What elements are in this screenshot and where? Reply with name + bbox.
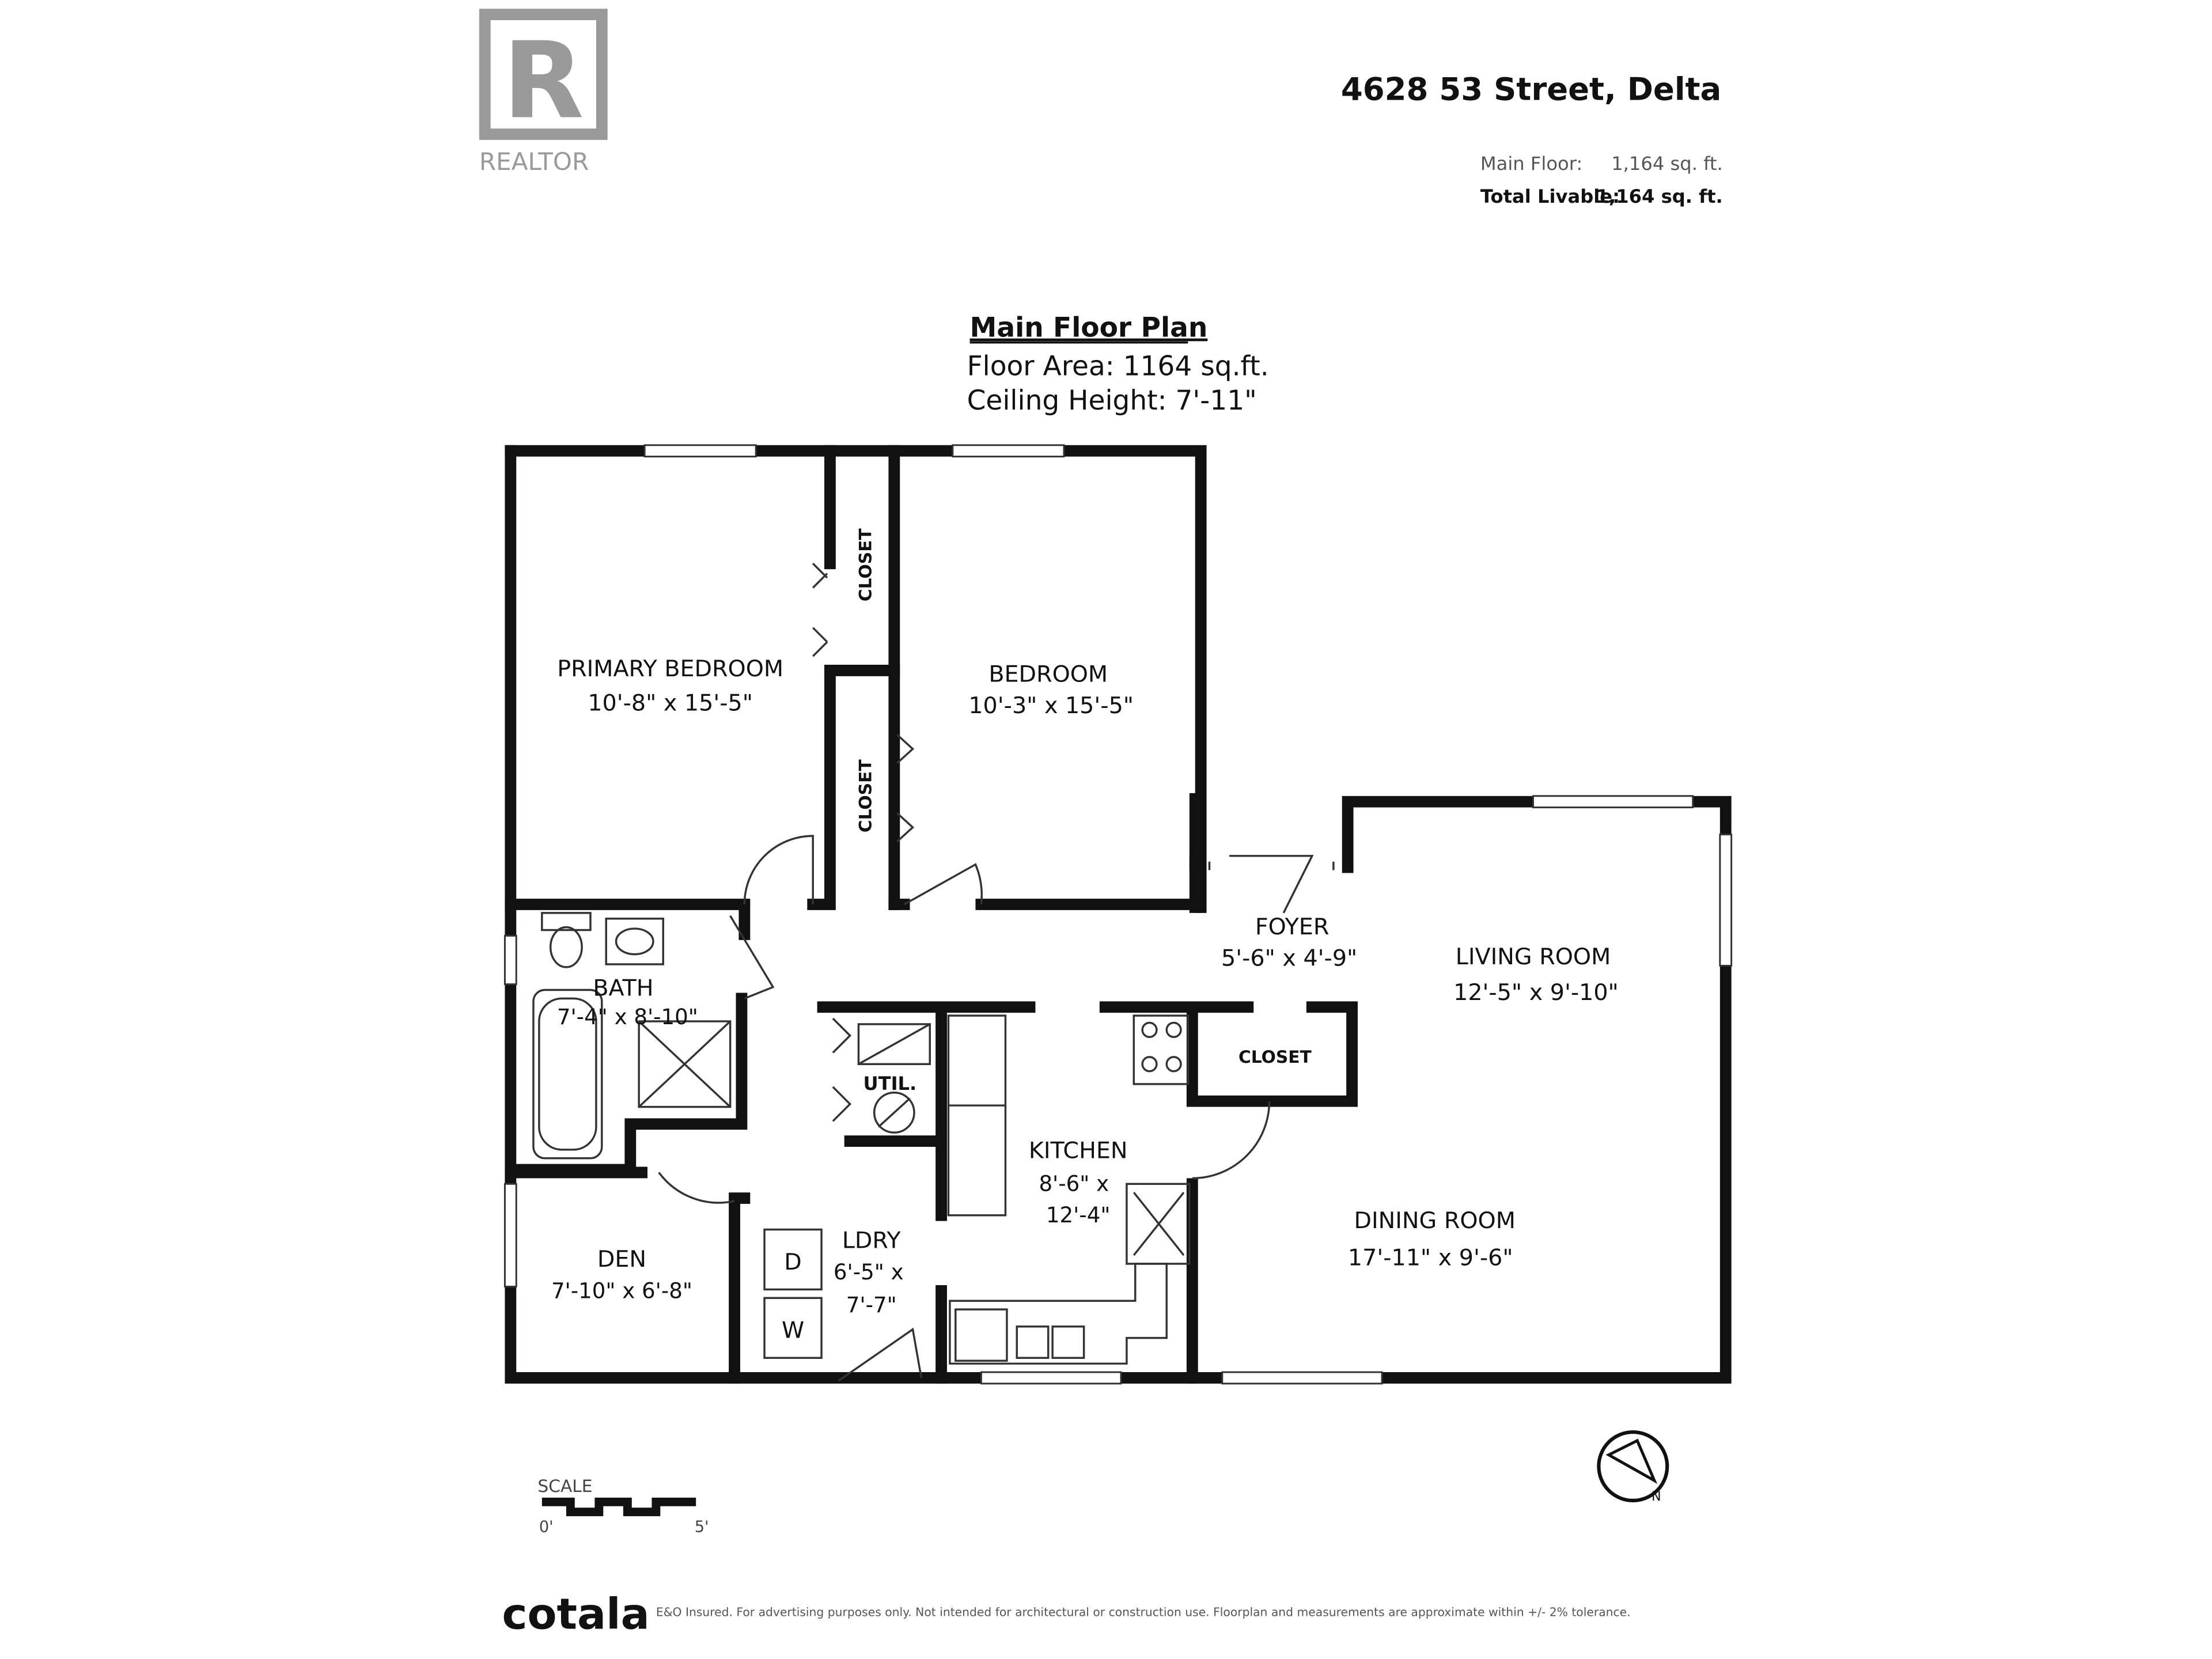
bath-name: BATH <box>593 975 653 1001</box>
closet-label-lower: CLOSET <box>856 759 876 833</box>
util-label: UTIL. <box>863 1073 917 1094</box>
primary-bedroom-dims: 10'-8" x 15'-5" <box>588 690 753 716</box>
walls <box>505 445 1732 1384</box>
compass-letter: N <box>1652 1489 1661 1504</box>
primary-bedroom-name: PRIMARY BEDROOM <box>557 656 783 682</box>
living-room-name: LIVING ROOM <box>1456 944 1611 970</box>
main-floor-label: Main Floor: <box>1480 153 1582 175</box>
laundry-dims-2: 7'-7" <box>846 1293 897 1317</box>
scale-end: 5' <box>695 1518 709 1536</box>
bath-dims: 7'-4" x 8'-10" <box>557 1005 698 1029</box>
kitchen-dims-1: 8'-6" x <box>1039 1172 1109 1196</box>
north-arrow-icon: N <box>1597 1430 1669 1504</box>
foyer-name: FOYER <box>1255 914 1330 940</box>
closet-label-foyer: CLOSET <box>1238 1047 1312 1067</box>
property-address: 4628 53 Street, Delta <box>1341 71 1721 108</box>
total-livable-value: 1,164 sq. ft. <box>1596 185 1723 207</box>
bedroom-dims: 10'-3" x 15'-5" <box>968 692 1134 719</box>
realtor-mark: R <box>503 20 584 142</box>
washer-label: W <box>782 1317 804 1344</box>
den-dims: 7'-10" x 6'-8" <box>551 1278 692 1303</box>
laundry-dims-1: 6'-5" x <box>834 1260 904 1285</box>
realtor-logo: R REALTOR <box>479 9 608 176</box>
fixtures <box>532 912 1191 1365</box>
total-livable-label: Total Livable: <box>1480 185 1620 207</box>
dryer-label: D <box>784 1249 802 1275</box>
foyer-dims: 5'-6" x 4'-9" <box>1221 945 1357 971</box>
realtor-wordmark: REALTOR <box>479 147 589 176</box>
main-floor-value: 1,164 sq. ft. <box>1611 153 1723 175</box>
bedroom-name: BEDROOM <box>988 661 1108 688</box>
scale-label: SCALE <box>537 1476 592 1497</box>
kitchen-dims-2: 12'-4" <box>1046 1203 1111 1228</box>
plan-title: Main Floor Plan <box>970 312 1208 344</box>
cotala-logo: cotala <box>502 1589 649 1639</box>
scale-start: 0' <box>539 1518 554 1536</box>
windows <box>503 444 1733 1385</box>
disclaimer: E&O Insured. For advertising purposes on… <box>656 1605 1631 1619</box>
den-name: DEN <box>597 1246 646 1272</box>
kitchen-name: KITCHEN <box>1029 1138 1128 1164</box>
floor-area: Floor Area: 1164 sq.ft. <box>967 350 1269 382</box>
living-room-dims: 12'-5" x 9'-10" <box>1453 979 1619 1006</box>
dining-room-dims: 17'-11" x 9'-6" <box>1348 1244 1513 1271</box>
doors <box>658 563 1335 1382</box>
closet-label-upper: CLOSET <box>856 528 876 602</box>
dining-room-name: DINING ROOM <box>1354 1207 1515 1234</box>
scale-bar: SCALE 0' 5' <box>537 1476 709 1536</box>
laundry-name: LDRY <box>842 1228 902 1254</box>
ceiling-height: Ceiling Height: 7'-11" <box>967 385 1257 416</box>
